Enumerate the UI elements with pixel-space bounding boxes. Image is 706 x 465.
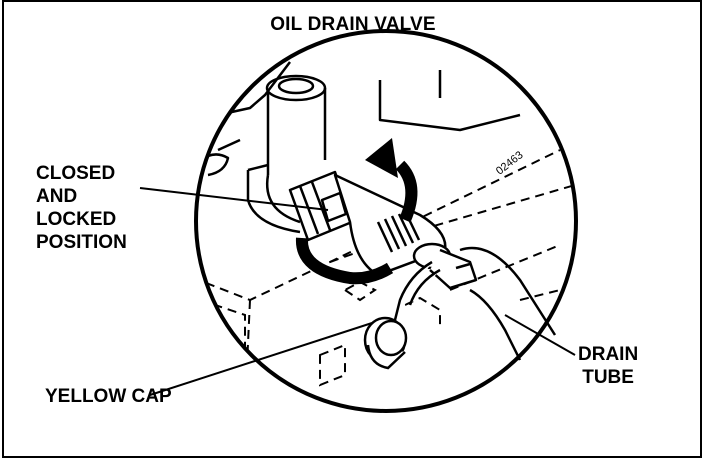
- leader-lines: [139, 187, 576, 396]
- engine-block: [196, 61, 521, 234]
- drain-tube-label: DRAIN TUBE: [578, 344, 639, 388]
- drain-valve: [288, 170, 478, 290]
- yellow-cap-label: YELLOW CAP: [45, 386, 172, 407]
- rotation-arrow: [295, 138, 418, 285]
- drain-tube-shape: [459, 246, 557, 361]
- yellow-cap-shape: [363, 260, 441, 370]
- closed-locked-position-label: CLOSED AND LOCKED POSITION: [36, 163, 127, 253]
